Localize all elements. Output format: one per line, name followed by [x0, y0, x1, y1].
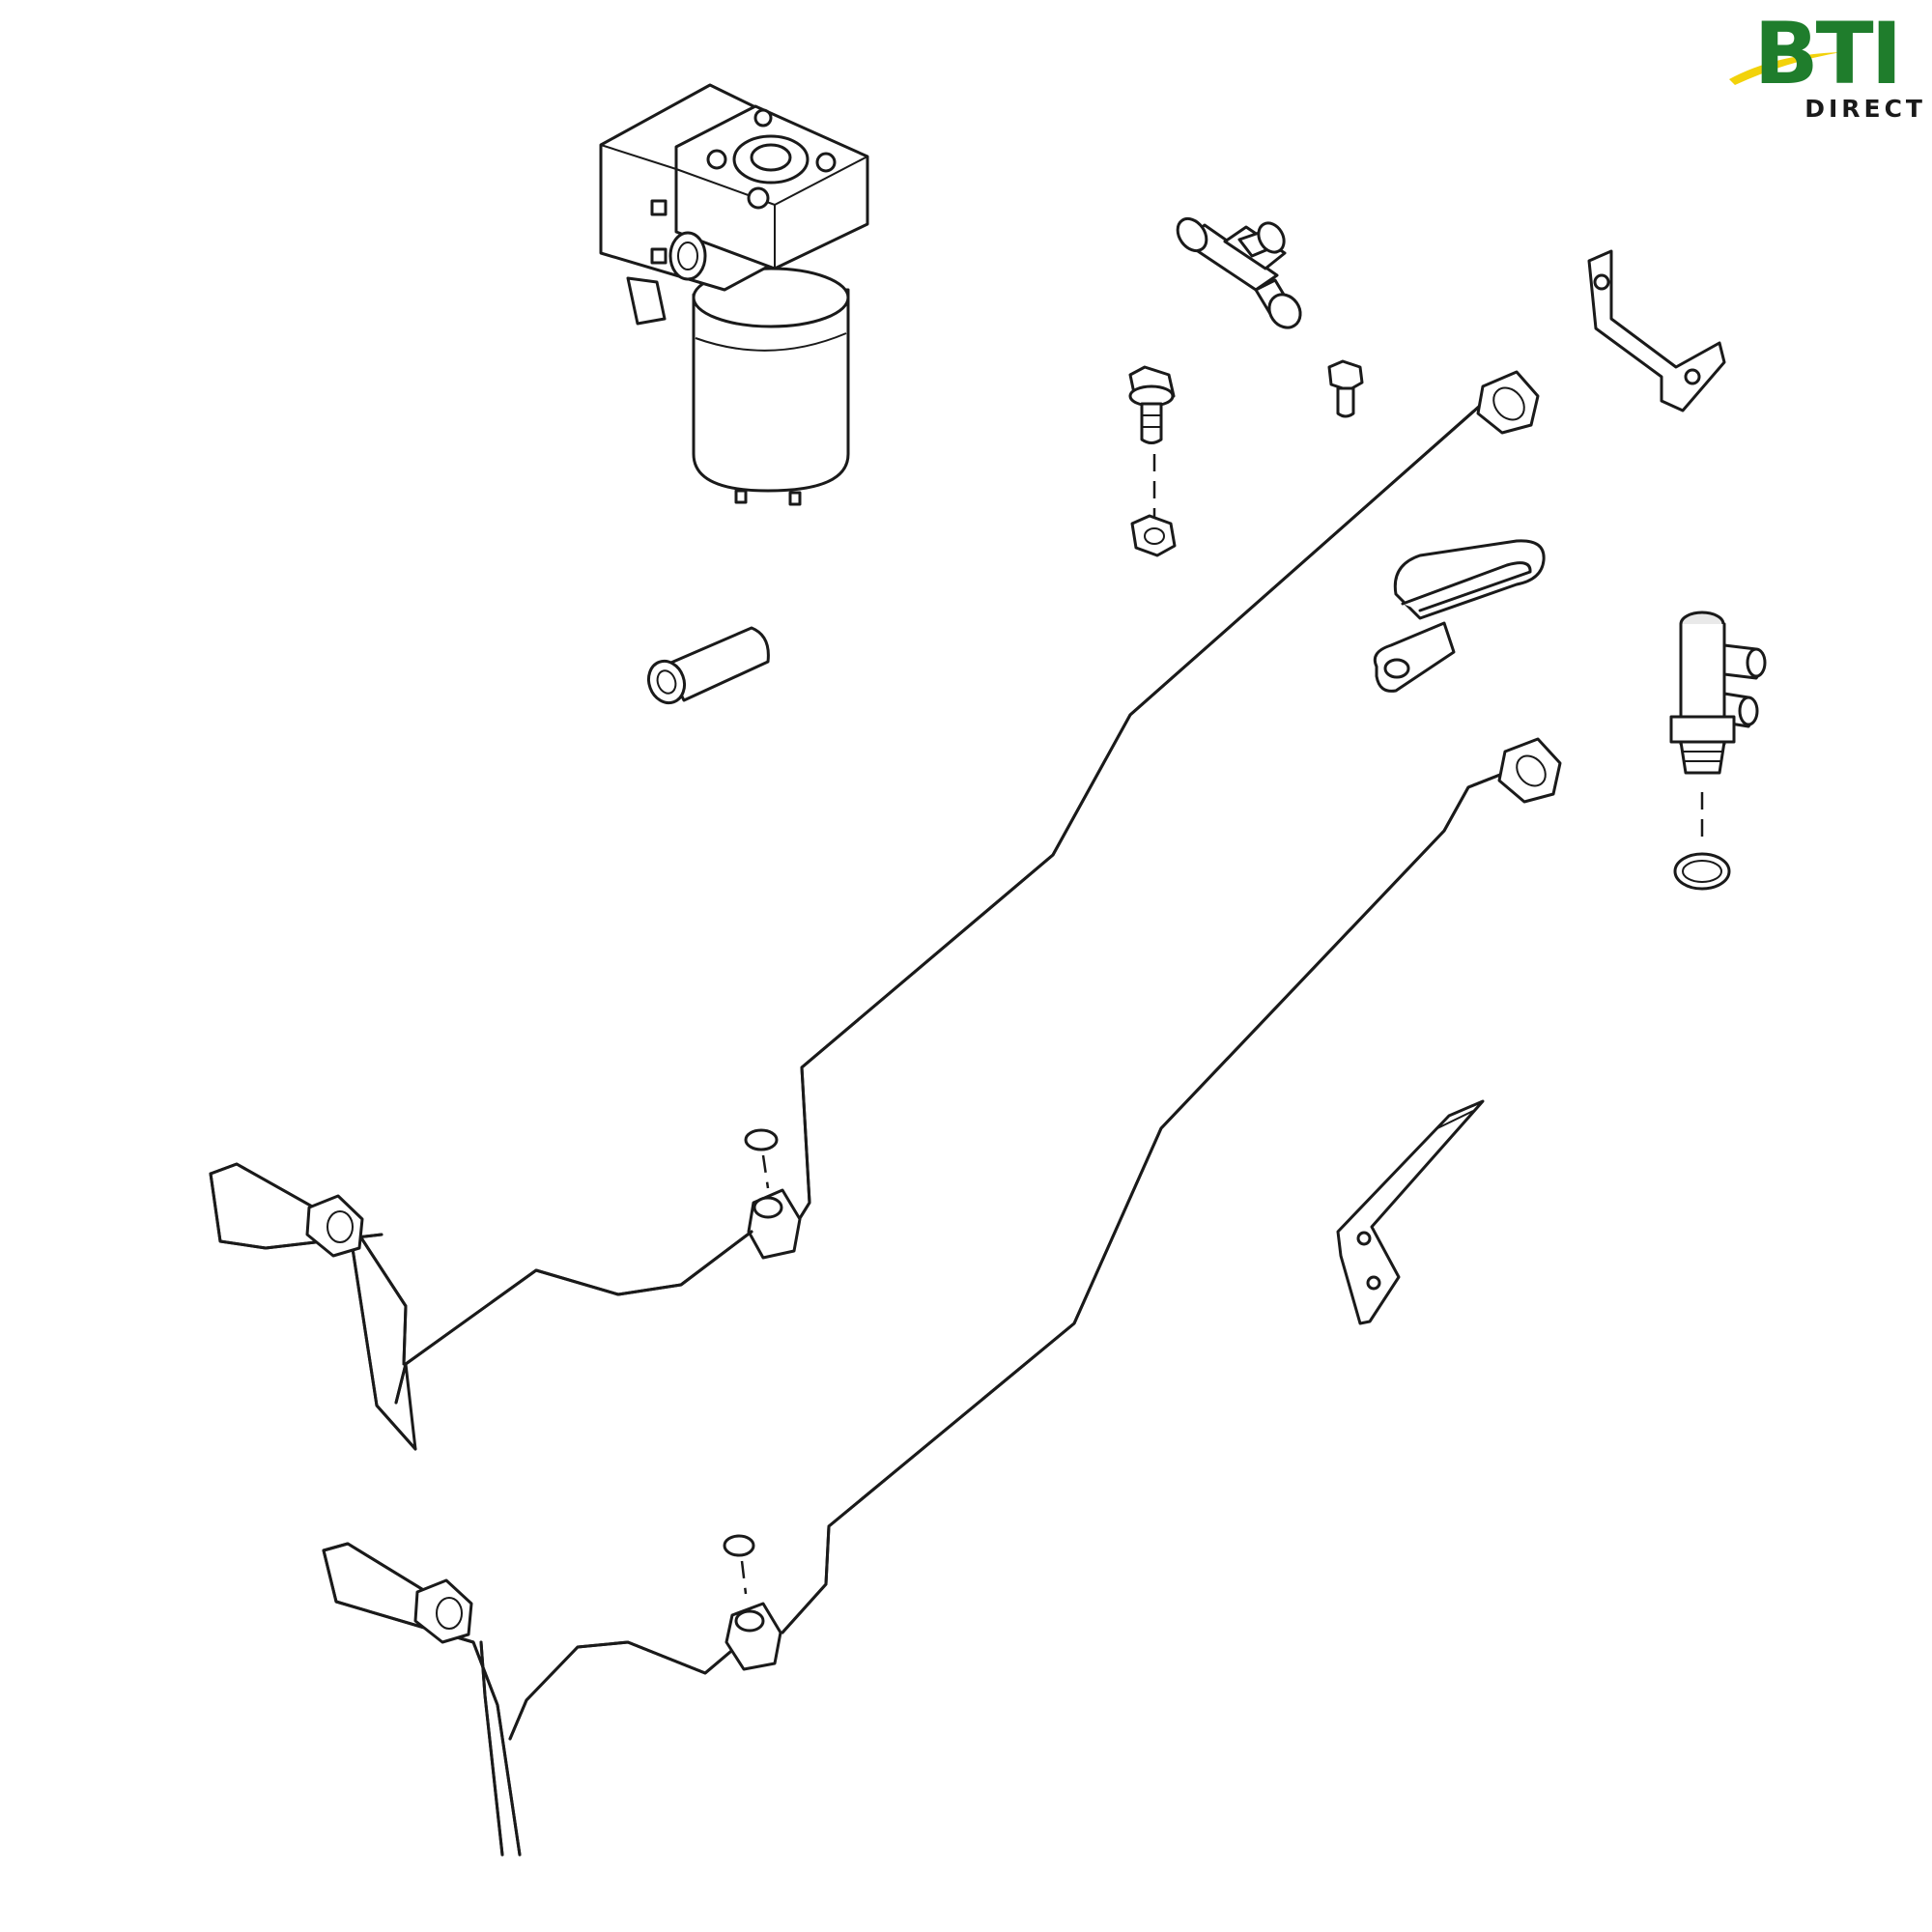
- cap-screw-large[interactable]: [1128, 365, 1176, 444]
- o-ring-lower-tee[interactable]: [723, 1534, 755, 1557]
- logo-wordmark: BTI: [1753, 4, 1903, 103]
- elbow-fitting[interactable]: [1669, 611, 1767, 775]
- hose-clamp[interactable]: [1373, 539, 1546, 693]
- logo-swoosh-icon: [1729, 52, 1841, 85]
- steering-valve-unit[interactable]: [599, 83, 869, 506]
- o-ring-upper-tee[interactable]: [744, 1128, 779, 1151]
- assembly-line-lower-tee: [740, 1560, 748, 1595]
- assembly-line-upper-tee: [761, 1154, 770, 1189]
- bracket-lower[interactable]: [1336, 1099, 1485, 1325]
- o-ring[interactable]: [1673, 852, 1731, 891]
- bracket-upper[interactable]: [1587, 249, 1726, 412]
- logo-subtitle: DIRECT: [1804, 95, 1926, 123]
- cap-screw-small[interactable]: [1327, 359, 1364, 418]
- hydraulic-line-upper[interactable]: [209, 370, 1540, 1451]
- spacer-sleeve[interactable]: [643, 626, 770, 708]
- bti-direct-logo[interactable]: BTI DIRECT: [1721, 8, 1932, 124]
- hydraulic-line-lower[interactable]: [322, 737, 1562, 1857]
- lock-nut[interactable]: [1130, 514, 1177, 557]
- tee-fitting[interactable]: [1172, 213, 1307, 334]
